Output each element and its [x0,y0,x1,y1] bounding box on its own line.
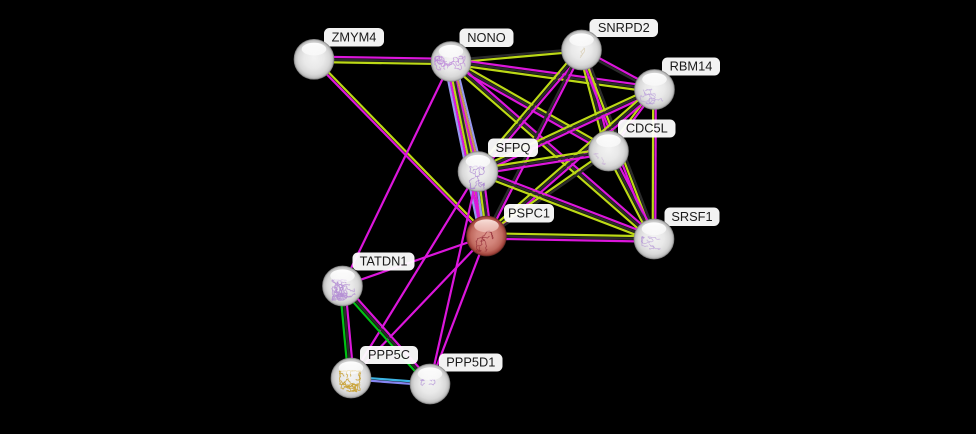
svg-text:ZMYM4: ZMYM4 [332,29,377,44]
svg-text:NONO: NONO [467,30,505,45]
svg-text:SFPQ: SFPQ [496,140,531,155]
svg-text:PPP5C: PPP5C [368,347,410,362]
svg-text:TATDN1: TATDN1 [360,254,408,269]
svg-text:SRSF1: SRSF1 [671,209,712,224]
svg-text:CDC5L: CDC5L [626,121,668,136]
svg-text:PPP5D1: PPP5D1 [446,355,495,370]
svg-text:SNRPD2: SNRPD2 [598,20,650,35]
svg-text:PSPC1: PSPC1 [508,205,550,220]
svg-text:RBM14: RBM14 [670,59,713,74]
